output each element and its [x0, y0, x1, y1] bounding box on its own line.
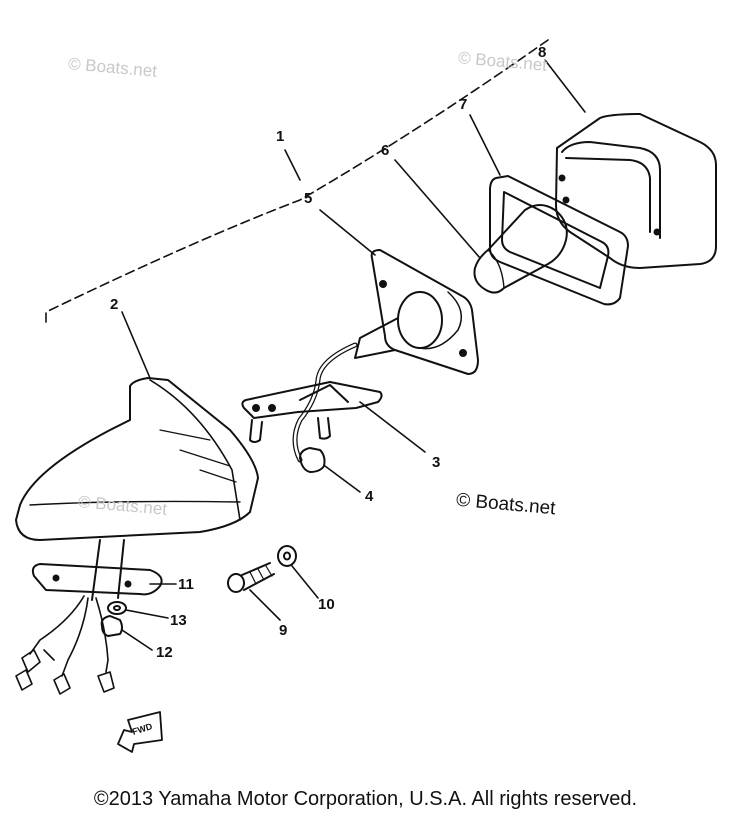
tail-lens-part: [555, 113, 717, 269]
washer-10-part: [277, 545, 297, 567]
socket-wire: [292, 342, 358, 463]
leader-lines: [121, 59, 586, 651]
socket-plate-part: [354, 249, 479, 375]
housing-part: [15, 377, 259, 541]
copyright-notice: ©2013 Yamaha Motor Corporation, U.S.A. A…: [93, 788, 638, 810]
callout-9: 9: [279, 622, 288, 639]
screw-9-part: [227, 562, 275, 593]
callout-10: 10: [318, 596, 335, 613]
callout-4: 4: [365, 488, 374, 505]
nut-12-part: [100, 615, 123, 637]
callout-8: 8: [538, 44, 547, 61]
callout-3: 3: [432, 454, 441, 471]
bulb-part: [473, 204, 568, 294]
callout-12: 12: [156, 644, 173, 661]
callout-13: 13: [170, 612, 187, 629]
callout-1: 1: [276, 128, 285, 145]
nut-4-part: [299, 447, 326, 473]
callout-6: 6: [381, 142, 390, 159]
washer-13-part: [107, 601, 127, 615]
callout-7: 7: [459, 96, 468, 113]
gasket-part: [489, 175, 629, 306]
bracket-bolt-right: [317, 417, 331, 440]
callout-5: 5: [304, 190, 313, 207]
callout-2: 2: [110, 296, 119, 313]
bracket-part: [241, 381, 383, 419]
assembly-bracket-line: [45, 39, 549, 323]
bracket-bolt-left: [249, 419, 263, 443]
fwd-arrow-icon: [117, 711, 163, 753]
callout-11: 11: [178, 576, 194, 593]
leader-line-1: [284, 149, 301, 181]
plate-11-part: [31, 563, 163, 596]
wire-harness: [15, 595, 115, 695]
housing-stem: [91, 539, 125, 601]
